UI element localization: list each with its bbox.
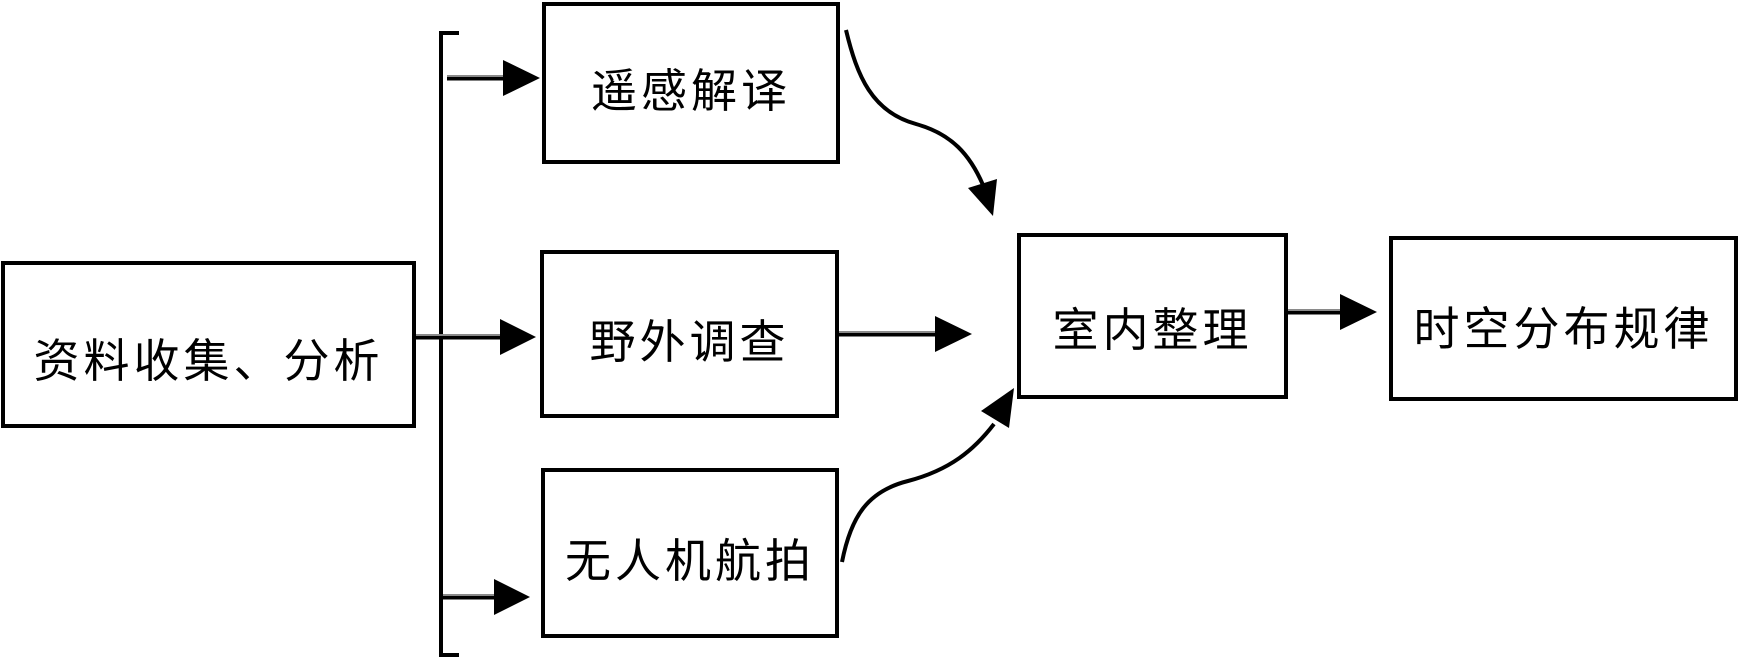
curve-drone-indoor-head	[981, 388, 1014, 428]
bracket-line	[439, 31, 459, 657]
curve-remote-indoor-head	[968, 179, 997, 216]
node-remote-sensing: 遥感解译	[542, 2, 840, 164]
node-drone-aerial: 无人机航拍	[541, 468, 839, 638]
arrow-source-remote-head	[503, 60, 540, 96]
arrow-source-drone-head	[494, 579, 530, 615]
curve-drone-indoor	[840, 422, 996, 563]
curve-remote-indoor	[844, 29, 985, 186]
arrow-indoor-pattern-head	[1340, 294, 1377, 330]
node-data-collection: 资料收集、分析	[1, 261, 416, 428]
node-remote-sensing-label: 遥感解译	[591, 65, 791, 117]
node-drone-aerial-label: 无人机航拍	[565, 535, 815, 587]
node-data-collection-label: 资料收集、分析	[33, 334, 384, 387]
node-field-survey-label: 野外调查	[589, 316, 790, 368]
node-spatiotemporal-pattern: 时空分布规律	[1389, 236, 1738, 401]
node-indoor-organize: 室内整理	[1017, 233, 1288, 399]
arrow-source-field-head	[500, 319, 536, 355]
arrow-field-indoor-head	[935, 316, 972, 352]
node-field-survey: 野外调查	[540, 250, 839, 418]
node-spatiotemporal-pattern-label: 时空分布规律	[1413, 302, 1714, 355]
node-indoor-organize-label: 室内整理	[1052, 304, 1253, 356]
